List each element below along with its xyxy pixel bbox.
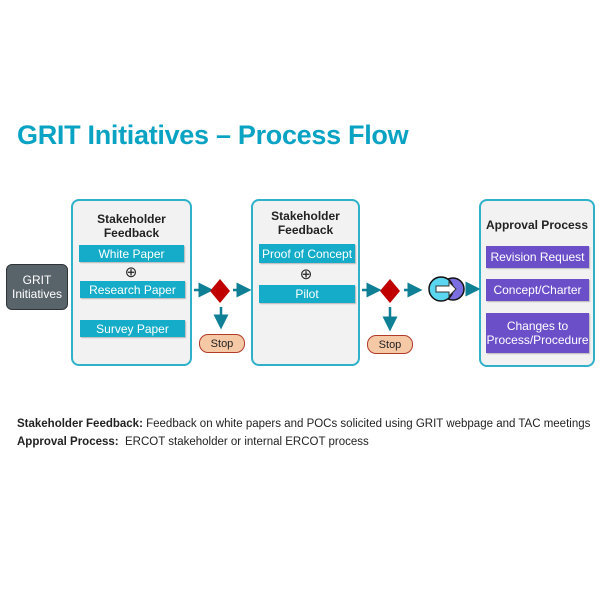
legend-definition: ERCOT stakeholder or internal ERCOT proc… — [118, 436, 369, 448]
stage-title: Stakeholder Feedback — [97, 212, 166, 240]
item-research-paper: Research Paper — [80, 281, 185, 298]
legend-approval-process: Approval Process: ERCOT stakeholder or i… — [17, 436, 369, 448]
item-proof-of-concept: Proof of Concept — [259, 244, 355, 263]
combine-icon: ⊕ — [299, 266, 313, 283]
legend-term: Stakeholder Feedback: — [17, 418, 143, 430]
start-node-grit-initiatives: GRIT Initiatives — [6, 264, 68, 310]
combine-icon: ⊕ — [124, 264, 138, 281]
stage-title: Stakeholder Feedback — [271, 209, 340, 237]
item-changes-to-process-procedure: Changes to Process/Procedure — [486, 313, 589, 353]
decision-diamond-icon — [380, 279, 400, 303]
item-pilot: Pilot — [259, 285, 355, 303]
item-survey-paper: Survey Paper — [80, 320, 185, 337]
stage-title: Approval Process — [485, 218, 589, 232]
legend-stakeholder-feedback: Stakeholder Feedback: Feedback on white … — [17, 418, 590, 430]
item-white-paper: White Paper — [79, 245, 184, 262]
page-title: GRIT Initiatives – Process Flow — [17, 120, 409, 150]
legend-definition: Feedback on white papers and POCs solici… — [142, 418, 591, 430]
legend-term: Approval Process: — [17, 436, 119, 448]
merge-circles-arrow-icon — [428, 276, 465, 302]
stage-approval-process: Approval Process Revision Request Concep… — [479, 199, 595, 367]
stop-node: Stop — [199, 334, 245, 353]
item-concept-charter: Concept/Charter — [486, 279, 589, 301]
item-revision-request: Revision Request — [486, 246, 589, 268]
stage-stakeholder-feedback-poc: Stakeholder Feedback Proof of Concept ⊕ … — [251, 199, 360, 366]
stage-stakeholder-feedback-papers: Stakeholder Feedback White Paper ⊕ Resea… — [71, 199, 192, 366]
stop-node: Stop — [367, 335, 413, 354]
decision-diamond-icon — [210, 279, 230, 303]
